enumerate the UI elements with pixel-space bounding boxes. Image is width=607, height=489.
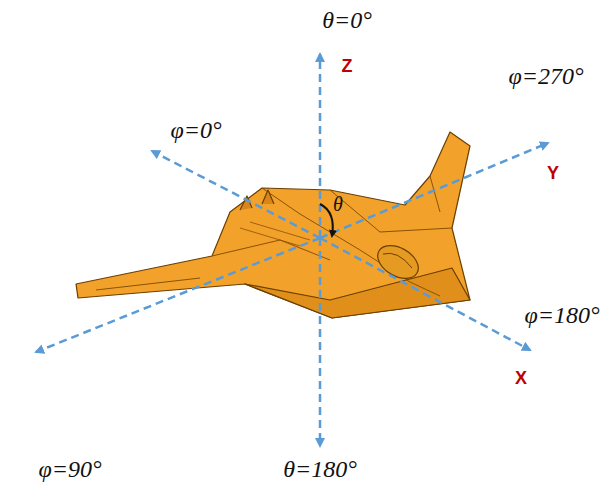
angle-label: φ=90° — [38, 457, 101, 481]
axis-name: Y — [547, 164, 559, 182]
coordinate-axes — [36, 54, 548, 446]
angle-label: θ=0° — [322, 8, 372, 32]
angle-label: φ=0° — [170, 118, 221, 142]
axis-name: X — [515, 369, 527, 387]
angle-label: φ=270° — [508, 64, 583, 88]
angle-label: θ=180° — [283, 457, 357, 481]
angle-symbol: θ — [333, 194, 343, 214]
angle-label: φ=180° — [524, 303, 599, 327]
uav-body — [76, 132, 470, 318]
theta-arc — [320, 204, 333, 236]
axis-name: Z — [342, 57, 353, 75]
